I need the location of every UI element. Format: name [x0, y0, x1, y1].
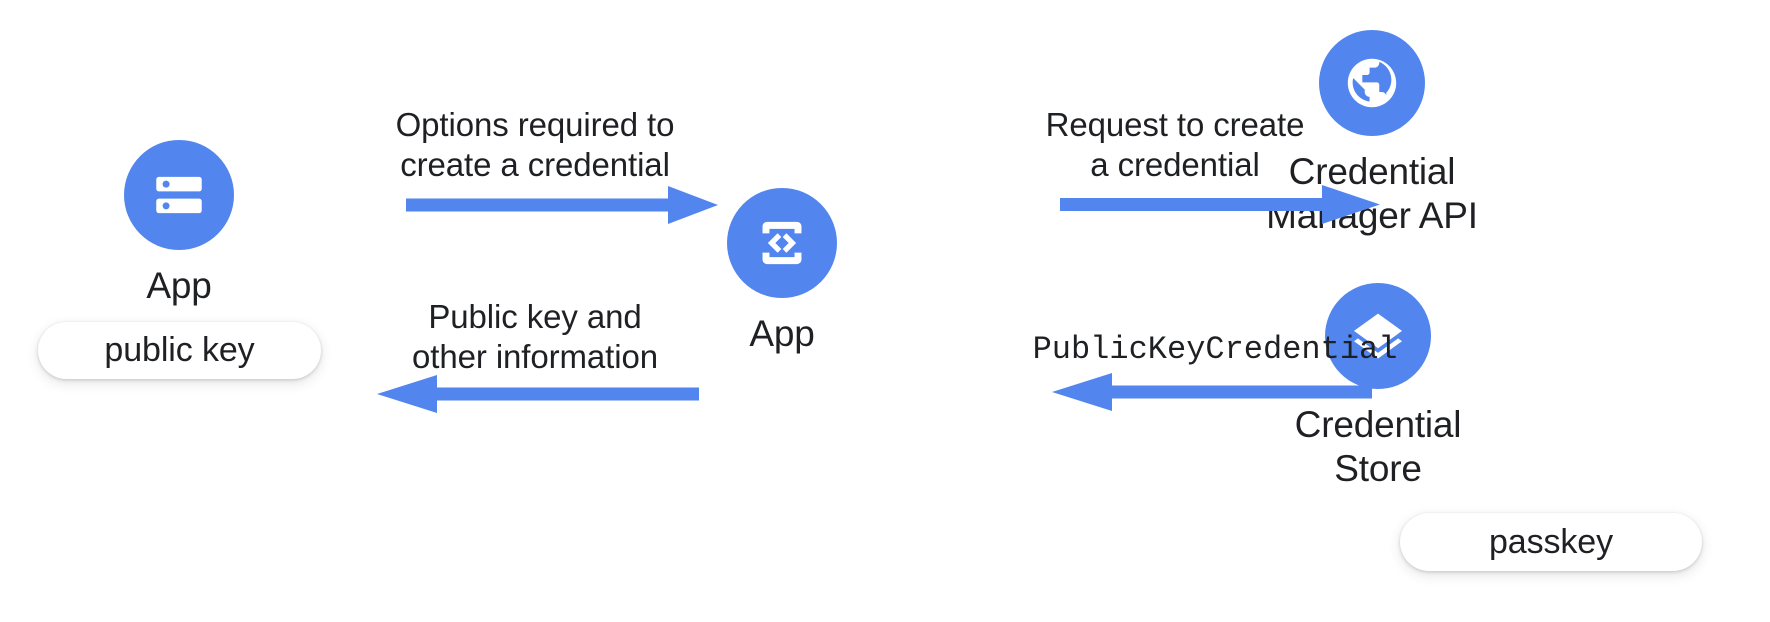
- node-app: App: [727, 188, 837, 356]
- arrow-store-to-app: [1052, 372, 1372, 412]
- arrow-server-to-app: [406, 185, 718, 225]
- arrow-app-to-api: [1060, 184, 1380, 224]
- chip-passkey-label: passkey: [1488, 522, 1614, 561]
- chip-public-key-label: public key: [104, 331, 255, 369]
- chip-passkey: passkey: [1400, 513, 1702, 571]
- layers-stack-icon: [1354, 313, 1402, 359]
- globe-public-icon: [1347, 58, 1397, 108]
- arrow-label-app-to-api: Request to create a credential: [1045, 106, 1305, 184]
- arrow-app-to-server: [377, 374, 699, 414]
- node-app-server: App server: [103, 140, 255, 351]
- app-server-icon-circle: [124, 140, 234, 250]
- app-code-phone-icon: [762, 221, 802, 265]
- node-credential-store: Credential Store: [1262, 283, 1494, 490]
- chip-public-key: public key: [38, 322, 321, 379]
- server-icon: [156, 176, 202, 214]
- credential-manager-api-icon-circle: [1319, 30, 1425, 136]
- arrow-label-server-to-app: Options required to create a credential: [395, 106, 675, 184]
- arrow-label-app-to-server: Public key and other information: [412, 298, 658, 376]
- arrow-label-store-to-app: PublicKeyCredential: [1032, 331, 1398, 368]
- credential-store-label: Credential Store: [1294, 404, 1462, 489]
- credential-store-icon-circle: [1325, 283, 1431, 389]
- app-label: App: [749, 313, 815, 354]
- app-icon-circle: [727, 188, 837, 298]
